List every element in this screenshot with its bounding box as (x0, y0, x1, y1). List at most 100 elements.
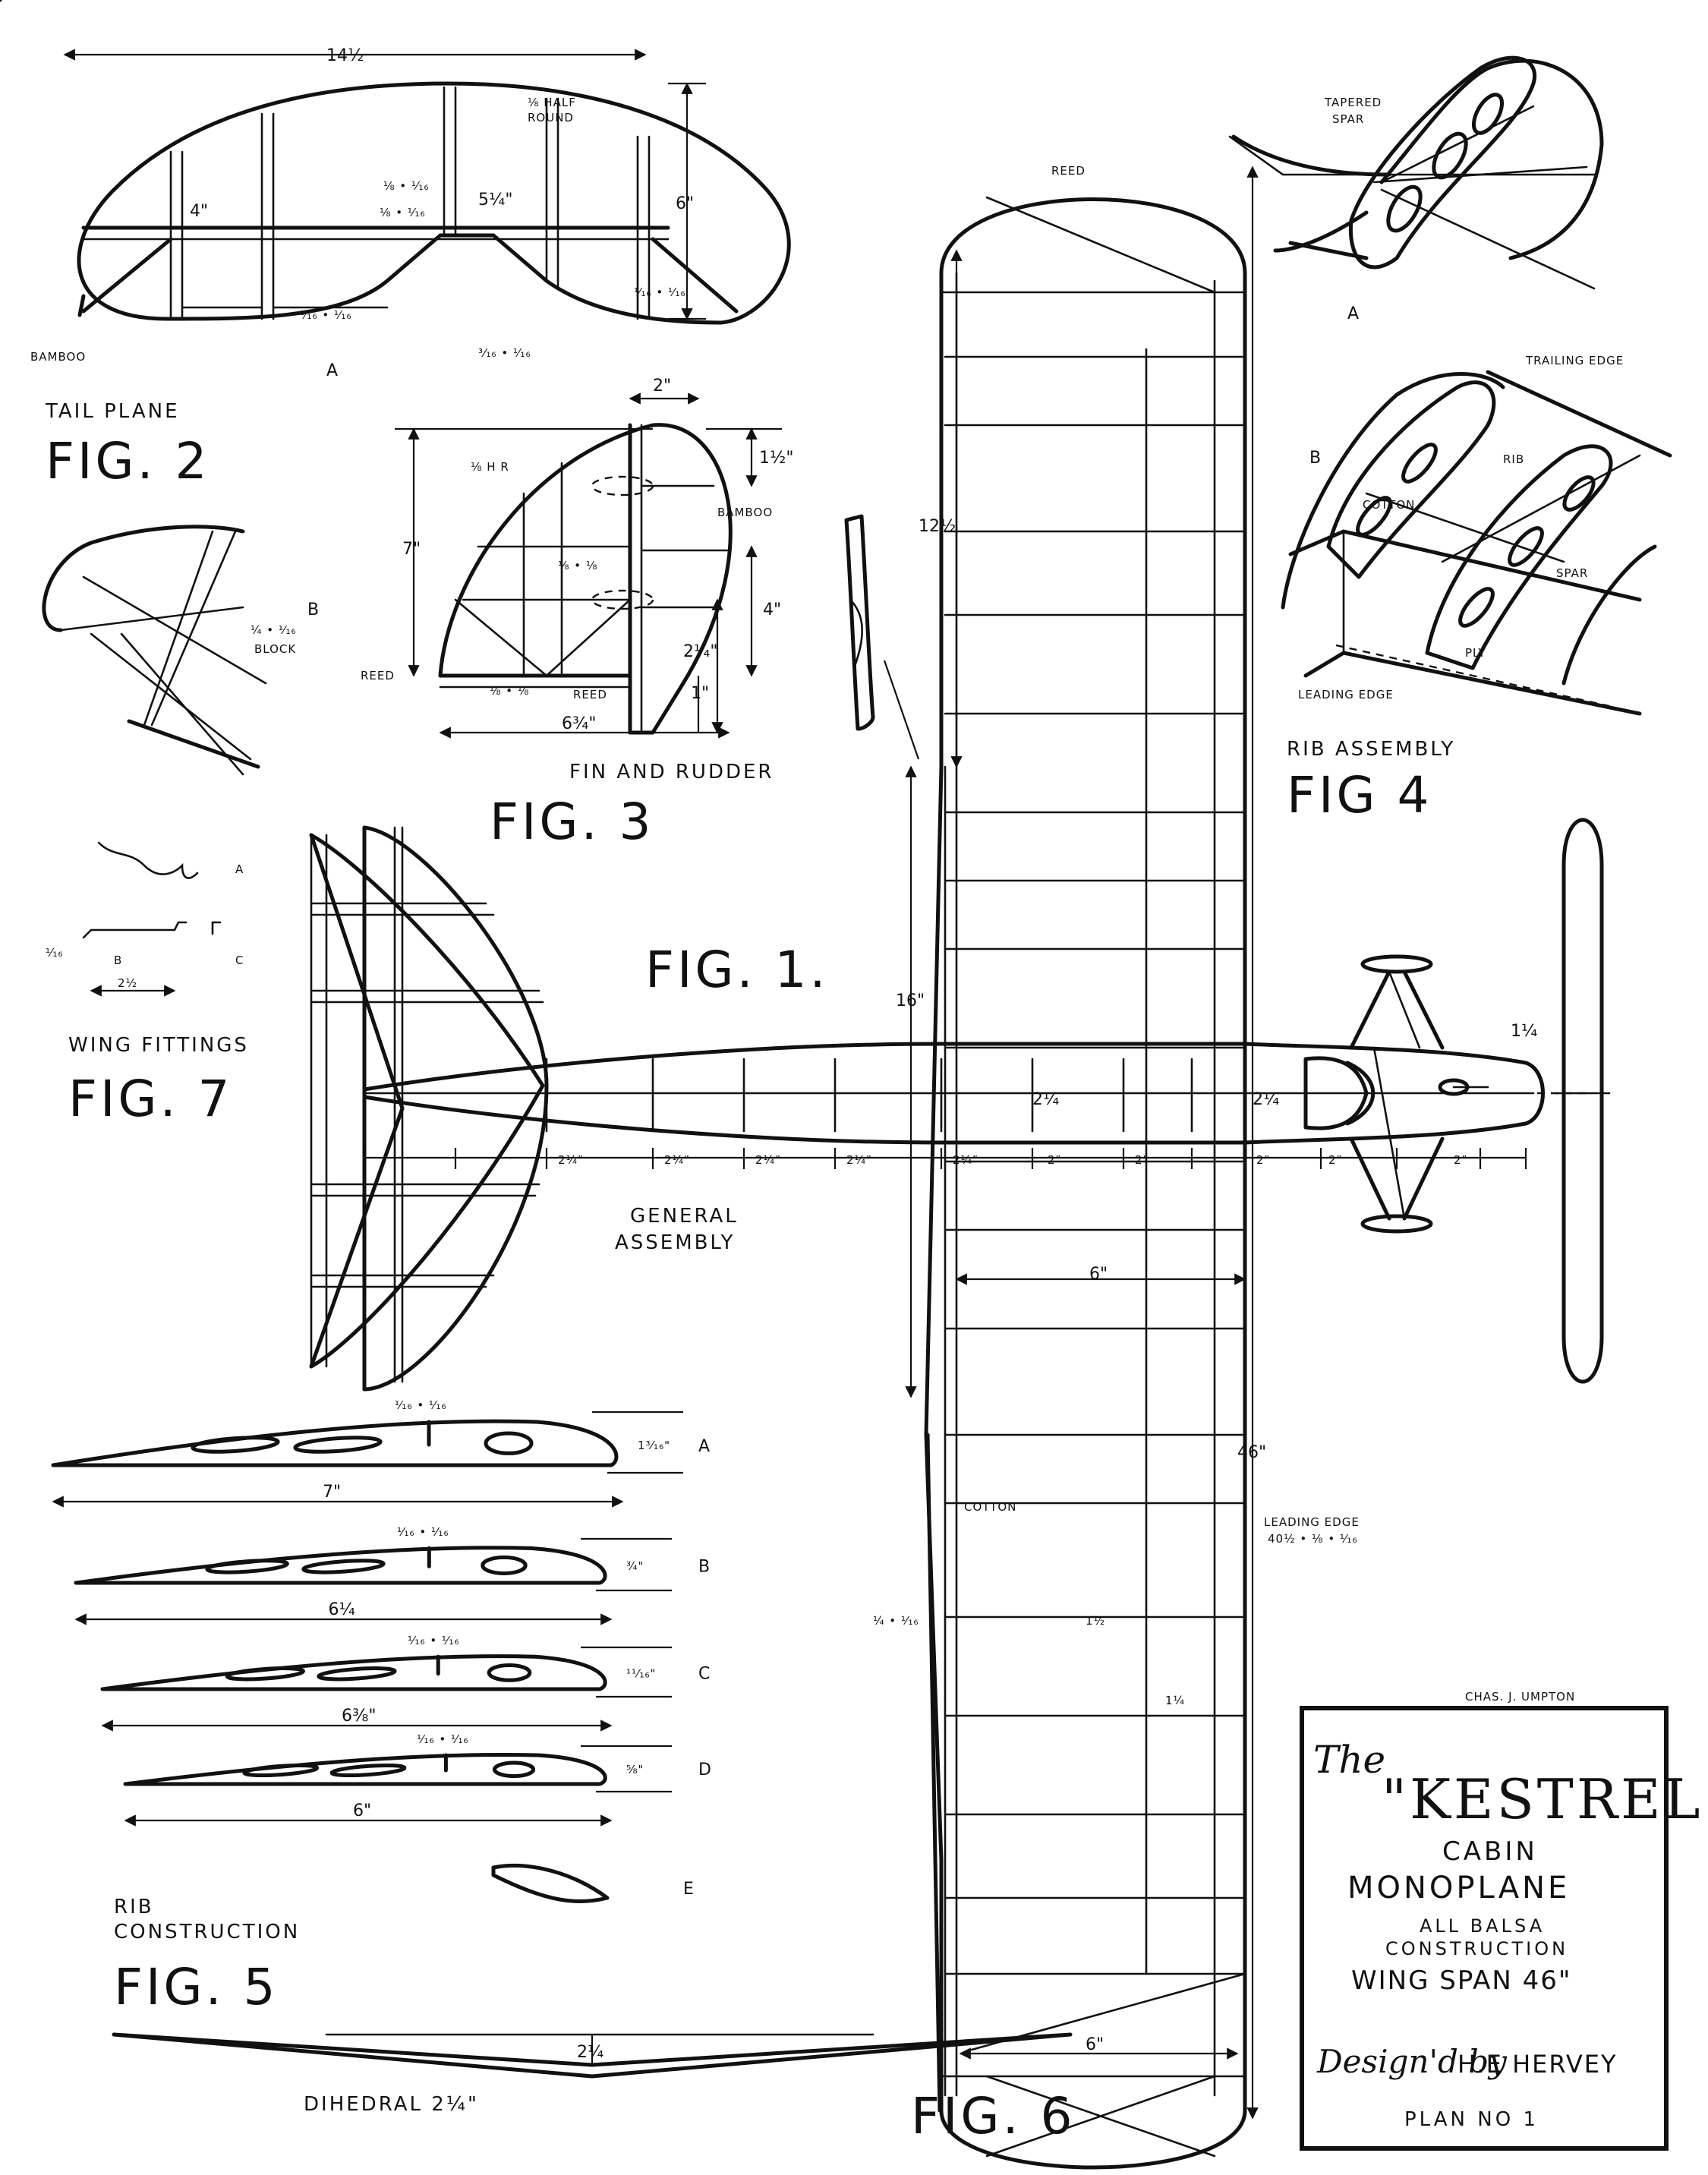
cotton-label-wing: COTTON (964, 1500, 1016, 1514)
fin-d2-dim: 4" (763, 600, 781, 619)
title-all-balsa: ALL BALSA (1420, 1915, 1545, 1937)
fig7-number: FIG. 7 (68, 1070, 233, 1128)
fuselage-dimension-chain: 2¼"2¼"2¼"2¼"2¼"2"2"2"2"2" (363, 1148, 1527, 1169)
title-the: The (1313, 1738, 1385, 1782)
fig5-number: FIG. 5 (114, 1958, 279, 2016)
rib-letter: B (698, 1558, 710, 1577)
rib-spar-size: ⅟₁₆ • ⅟₁₆ (395, 1398, 446, 1412)
tail-label-a: A (326, 361, 338, 380)
wing-chord-dim: 6" (1086, 2035, 1104, 2054)
tail-block-label2: BLOCK (254, 642, 296, 656)
dimension-label: 2¼" (755, 1153, 781, 1167)
tail-strut3-label: ³⁄₁₆ • ⅟₁₆ (478, 346, 531, 360)
fig6-number: FIG. 6 (911, 2087, 1076, 2145)
body-dim: 2¼ (1032, 1090, 1059, 1109)
tail-strut2-label: ⅟₁₆ • ⅟₁₆ (634, 285, 685, 299)
tail-bay2-dim: 5¼" (478, 191, 512, 210)
rib-a-tapered-label: TAPERED (1324, 96, 1382, 109)
fuselage-formers (545, 1058, 1246, 1133)
rib-label: RIB (1503, 452, 1524, 466)
trailing-edge-size: ¼ • ⅟₁₆ (873, 1614, 919, 1628)
wing-outline (924, 197, 1247, 2170)
tail-strut-label: ⅟₁₆ • ⅟₁₆ (300, 308, 351, 322)
rib-letter: C (698, 1665, 710, 1684)
rib-height-dim: ¹¹⁄₁₆" (626, 1666, 656, 1680)
title-kestrel: "KESTREL" (1382, 1767, 1708, 1831)
tail-spar2-label: ⅛ • ⅟₁₆ (380, 206, 425, 219)
rib-e-label: E (683, 1880, 694, 1899)
title-monoplane: MONOPLANE (1347, 1871, 1570, 1905)
fin-and-rudder-title: FIN AND RUDDER (569, 761, 774, 783)
fig7-wing-fittings: A C ⅟₁₆ B 2½ WING FITTINGS FIG. 7 (46, 841, 247, 1128)
fig1-number: FIG. 1. (645, 941, 829, 999)
wing-chord2-dim: 6" (1089, 1265, 1108, 1284)
wing-tip-dim: 12½ (919, 517, 956, 536)
title-box-frame (1300, 1706, 1669, 2151)
cotton-label: COTTON (1363, 498, 1415, 512)
rib-a-spar-word: SPAR (1332, 112, 1364, 126)
fig3-number: FIG. 3 (490, 793, 654, 851)
rib-letter: D (698, 1760, 711, 1779)
fin-d4-dim: 1" (691, 684, 709, 703)
fitting-b-label: B (114, 954, 122, 967)
fin-height-dim: 7" (402, 540, 421, 559)
fin-base-dim: 6¾" (562, 714, 596, 733)
rib-chord-dim: 6⅜" (342, 1707, 376, 1726)
cabin-dim: 2¼ (1253, 1090, 1279, 1109)
leading-edge-label-b: LEADING EDGE (1298, 688, 1394, 701)
fin-d1-dim: 1½" (759, 449, 793, 468)
fin-d3-dim: 2¼" (683, 642, 717, 661)
rib-height-dim: ⅝" (626, 1763, 644, 1776)
propeller (1561, 818, 1604, 1384)
fin-hr-label: ⅛ H R (471, 460, 509, 474)
tail-height-dim: 6" (676, 194, 694, 213)
rib-section-b: 6¼¾"B⅟₁₆ • ⅟₁₆ (74, 1525, 710, 1625)
dimension-label: 2¼" (664, 1153, 690, 1167)
draftsman-credit: CHAS. J. UMPTON (1465, 1690, 1575, 1704)
dimension-label: 2" (1256, 1153, 1270, 1167)
tail-half-round-label: ⅛ HALF (528, 96, 576, 109)
title-cabin: CABIN (1442, 1836, 1538, 1867)
leading-edge-label: LEADING EDGE (1264, 1515, 1360, 1529)
fig2-number: FIG. 2 (46, 432, 210, 490)
rib-assembly-title: RIB ASSEMBLY (1287, 738, 1455, 761)
rib-b-label: B (1309, 449, 1321, 468)
rib-height-dim: 1³⁄₁₆" (638, 1439, 670, 1452)
fin-reed2-label: REED (573, 688, 607, 701)
fitting-small-dim: ⅟₁₆ (46, 946, 64, 960)
wing-bay2-dim: 1¼ (1165, 1694, 1185, 1707)
dihedral-label: DIHEDRAL 2¼" (304, 2093, 479, 2116)
rib-title2: CONSTRUCTION (114, 1921, 300, 1943)
dimension-label: 2¼" (558, 1153, 584, 1167)
fitting-c-label: C (235, 954, 244, 967)
tail-spar-label: ⅛ • ⅟₁₆ (383, 179, 429, 193)
fig6-wing-plan: 6" 6" REED 12½ 16" 46" COTTON LEADING ED… (844, 164, 1360, 2170)
rib-spar-size: ⅟₁₆ • ⅟₁₆ (397, 1525, 449, 1539)
spar-label: SPAR (1556, 566, 1588, 580)
dihedral-dim: 2¼ (577, 2043, 603, 2062)
dimension-label: 2¼" (846, 1153, 872, 1167)
fig1-general-assembly: 2¼"2¼"2¼"2¼"2¼"2"2"2"2"2" 2¼ 2¼ 1¼ FIG. … (0, 0, 1611, 1392)
rib-chord-dim: 6" (353, 1801, 371, 1820)
title-designed: Design'd by (1316, 2043, 1508, 2080)
rib-chord-dim: 6¼ (329, 1600, 355, 1619)
rib-section-c: 6⅜"¹¹⁄₁₆"C⅟₁₆ • ⅟₁₆ (100, 1634, 710, 1732)
rib-a-label: A (1347, 304, 1359, 323)
title-plan-number: PLAN NO 1 (1404, 2108, 1539, 2131)
fitting-a-label: A (235, 862, 244, 876)
fuselage-outline (362, 1042, 1545, 1145)
fig4-rib-assembly: TAPERED SPAR A B TRAILING EDGE RIB COTTO… (1228, 55, 1672, 824)
fitting-dim: 2½ (118, 976, 137, 990)
rib-chord-dim: 7" (323, 1483, 341, 1502)
tail-detail-b-label: B (307, 600, 319, 619)
title-wing-span: WING SPAN 46" (1351, 1965, 1572, 1996)
title-block: CHAS. J. UMPTON The "KESTREL" CABIN MONO… (1300, 1690, 1708, 2151)
rib-letter: A (698, 1437, 710, 1456)
fin-spar2-label: ⅛ • ⅛ (490, 684, 529, 698)
title-designer: H.E HERVEY (1457, 2050, 1617, 2079)
fin-spar-label: ⅛ • ⅛ (558, 559, 597, 572)
rib-section-d: 6"⅝"D⅟₁₆ • ⅟₁₆ (123, 1732, 711, 1827)
nose-dim: 1¼ (1511, 1022, 1537, 1041)
dimension-label: 2" (1135, 1153, 1149, 1167)
